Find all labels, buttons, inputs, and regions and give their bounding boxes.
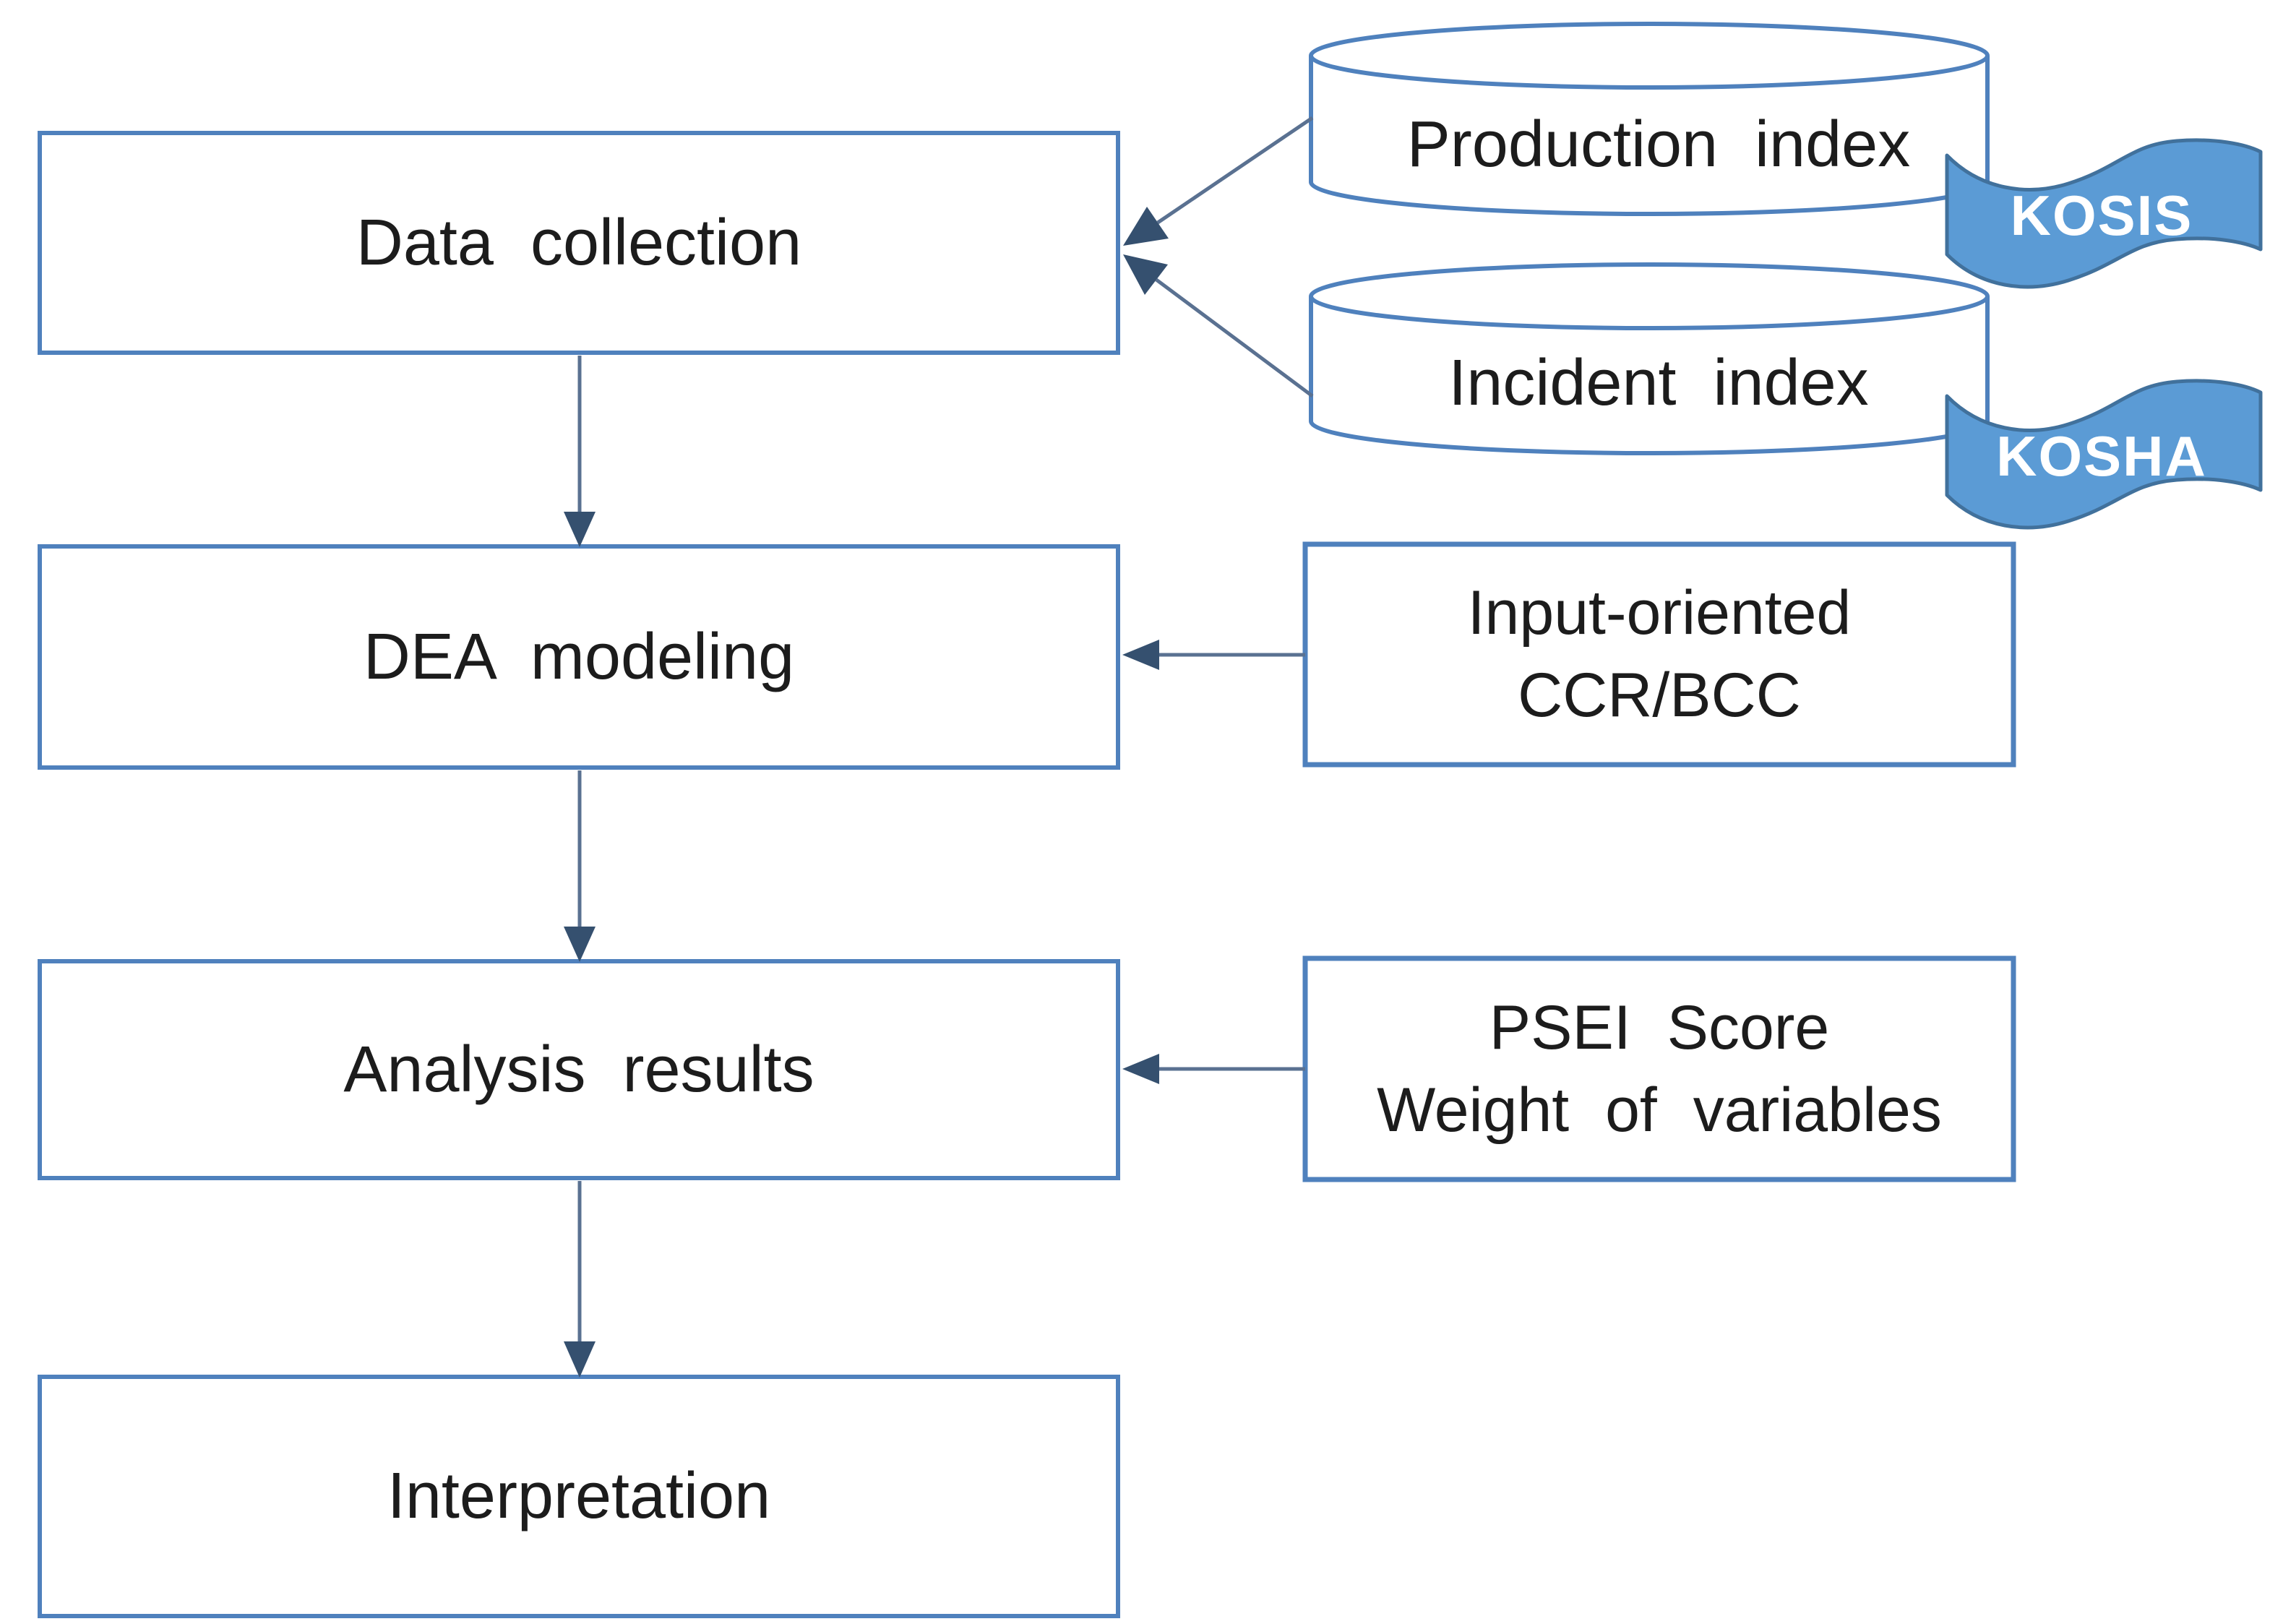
- ribbon-kosha: KOSHA: [1945, 379, 2263, 530]
- flow-step-data-collection: Data collection: [38, 131, 1120, 355]
- arrow-left-icon: [1122, 1054, 1159, 1084]
- flow-step-analysis-results: Analysis results: [38, 959, 1120, 1180]
- flow-step-interpretation: Interpretation: [38, 1375, 1120, 1618]
- arrow-analysis-results-to-interpretation: [564, 1181, 596, 1378]
- side-box-psei-score: [1302, 955, 2016, 1182]
- arrow-ccr-bcc-to-dea-modeling: [1122, 640, 1305, 670]
- database-cylinder-production-index: Production index: [1309, 22, 1990, 216]
- flow-box-data-collection: [38, 131, 1120, 355]
- ribbon-kosis: KOSIS: [1945, 138, 2263, 289]
- arrow-left-icon: [1123, 254, 1168, 295]
- ribbon-flag-shape: [1945, 379, 2263, 530]
- flow-box-label-analysis-results: Analysis results: [343, 1034, 814, 1106]
- arrow-left-icon: [1122, 640, 1159, 670]
- ribbon-label-kosis: KOSIS: [2011, 184, 2193, 247]
- arrow-incident-index-to-data-collection: [1123, 254, 1314, 398]
- side-box-label-line2: Weight of variables: [1377, 1075, 1942, 1145]
- cylinder-top: [1309, 22, 1990, 90]
- flow-box-analysis-results: [38, 959, 1120, 1180]
- arrow-data-collection-to-dea-modeling: [564, 356, 596, 547]
- arrow-down-icon: [564, 512, 596, 547]
- arrow-down-icon: [564, 1341, 596, 1378]
- flow-box-label-dea-modeling: DEA modeling: [364, 621, 794, 693]
- side-box-label-line2: CCR/BCC: [1518, 661, 1801, 730]
- side-box-label-line1: Input-oriented: [1468, 578, 1852, 648]
- cylinder-top: [1309, 262, 1990, 330]
- arrow-down-icon: [564, 927, 596, 962]
- arrow-psei-to-analysis-results: [1122, 1054, 1305, 1084]
- arrow-shaft: [1156, 116, 1314, 225]
- side-box-label-line1: PSEI Score: [1489, 993, 1830, 1062]
- cylinder-label-production-index: Production index: [1407, 108, 1910, 181]
- side-box-input-oriented: [1302, 541, 2016, 768]
- flow-box-dea-modeling: [38, 544, 1120, 770]
- flow-box-interpretation: [38, 1375, 1120, 1618]
- side-input-ccr-bcc: Input-oriented CCR/BCC: [1302, 541, 2016, 768]
- arrow-left-icon: [1123, 207, 1169, 246]
- arrow-production-index-to-data-collection: [1123, 116, 1314, 246]
- arrow-dea-modeling-to-analysis-results: [564, 770, 596, 962]
- arrow-shaft: [1155, 278, 1314, 398]
- flow-box-label-interpretation: Interpretation: [387, 1460, 770, 1532]
- database-cylinder-incident-index: Incident index: [1309, 262, 1990, 455]
- flow-box-label-data-collection: Data collection: [356, 207, 801, 279]
- ribbon-label-kosha: KOSHA: [1996, 424, 2207, 488]
- ribbon-flag-shape: [1945, 138, 2263, 289]
- cylinder-label-incident-index: Incident index: [1448, 347, 1868, 419]
- flow-step-dea-modeling: DEA modeling: [38, 544, 1120, 770]
- side-input-psei-score: PSEI Score Weight of variables: [1302, 955, 2016, 1182]
